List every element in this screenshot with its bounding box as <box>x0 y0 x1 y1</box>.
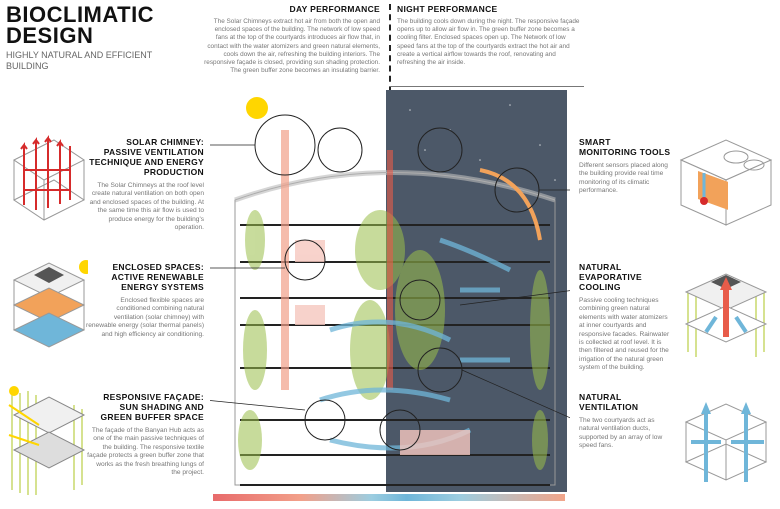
responsive-facade-section: RESPONSIVE FAÇADE: SUN SHADING AND GREEN… <box>86 392 204 477</box>
solar-chimney-text: The Solar Chimneys at the roof level cre… <box>89 182 204 232</box>
thermometer-icon <box>679 139 773 226</box>
evaporative-cooling-section: NATURAL EVAPORATIVE COOLING Passive cool… <box>579 262 671 373</box>
day-night-divider <box>389 4 391 92</box>
vegetation <box>238 210 550 470</box>
smart-monitoring-title: SMART MONITORING TOOLS <box>579 137 671 157</box>
smart-monitoring-section: SMART MONITORING TOOLS Different sensors… <box>579 137 671 196</box>
evaporative-cooling-text: Passive cooling techniques combining gre… <box>579 297 670 372</box>
night-performance-text: The building cools down during the night… <box>397 18 580 67</box>
enclosed-spaces-text: Enclosed flexible spaces are conditioned… <box>86 297 205 338</box>
smart-monitoring-text: Different sensors placed along the build… <box>579 162 668 195</box>
day-performance-title: DAY PERFORMANCE <box>289 4 380 14</box>
night-performance-title: NIGHT PERFORMANCE <box>397 4 498 14</box>
building-section-diagram <box>210 90 570 492</box>
solar-chimney-title: SOLAR CHIMNEY: PASSIVE VENTILATION TECHN… <box>89 137 204 177</box>
enclosed-spaces-title: ENCLOSED SPACES: ACTIVE RENEWABLE ENERGY… <box>111 262 204 292</box>
solar-chimney-section: SOLAR CHIMNEY: PASSIVE VENTILATION TECHN… <box>86 137 204 232</box>
night-underline <box>389 86 584 87</box>
sun-icon <box>246 97 268 119</box>
callout-leader-lines <box>210 144 570 419</box>
day-performance-text: The Solar Chimneys extract hot air from … <box>204 18 380 75</box>
responsive-facade-title: RESPONSIVE FAÇADE: SUN SHADING AND GREEN… <box>100 392 204 422</box>
enclosed-spaces <box>295 240 470 455</box>
natural-ventilation-title: NATURAL VENTILATION <box>579 392 639 412</box>
enclosed-spaces-icon <box>12 260 88 348</box>
responsive-facade-text: The façade of the Banyan Hub acts as one… <box>87 427 204 477</box>
responsive-facade-icon <box>8 386 86 495</box>
natural-ventilation-text: The two courtyards act as natural ventil… <box>579 417 663 450</box>
natural-ventilation-section: NATURAL VENTILATION The two courtyards a… <box>579 392 671 451</box>
evaporative-cooling-icon <box>684 273 768 357</box>
page-subtitle: HIGHLY NATURAL AND EFFICIENT BUILDING <box>6 50 153 71</box>
page-title: BIOCLIMATIC DESIGN <box>6 2 155 48</box>
enclosed-spaces-section: ENCLOSED SPACES: ACTIVE RENEWABLE ENERGY… <box>86 262 204 339</box>
evaporative-cooling-title: NATURAL EVAPORATIVE COOLING <box>579 262 642 292</box>
ventilation-icon <box>684 402 768 482</box>
temperature-gradient-bar <box>213 494 565 501</box>
solar-chimney-icon <box>13 135 85 221</box>
chimney-airflow-night <box>479 168 542 241</box>
